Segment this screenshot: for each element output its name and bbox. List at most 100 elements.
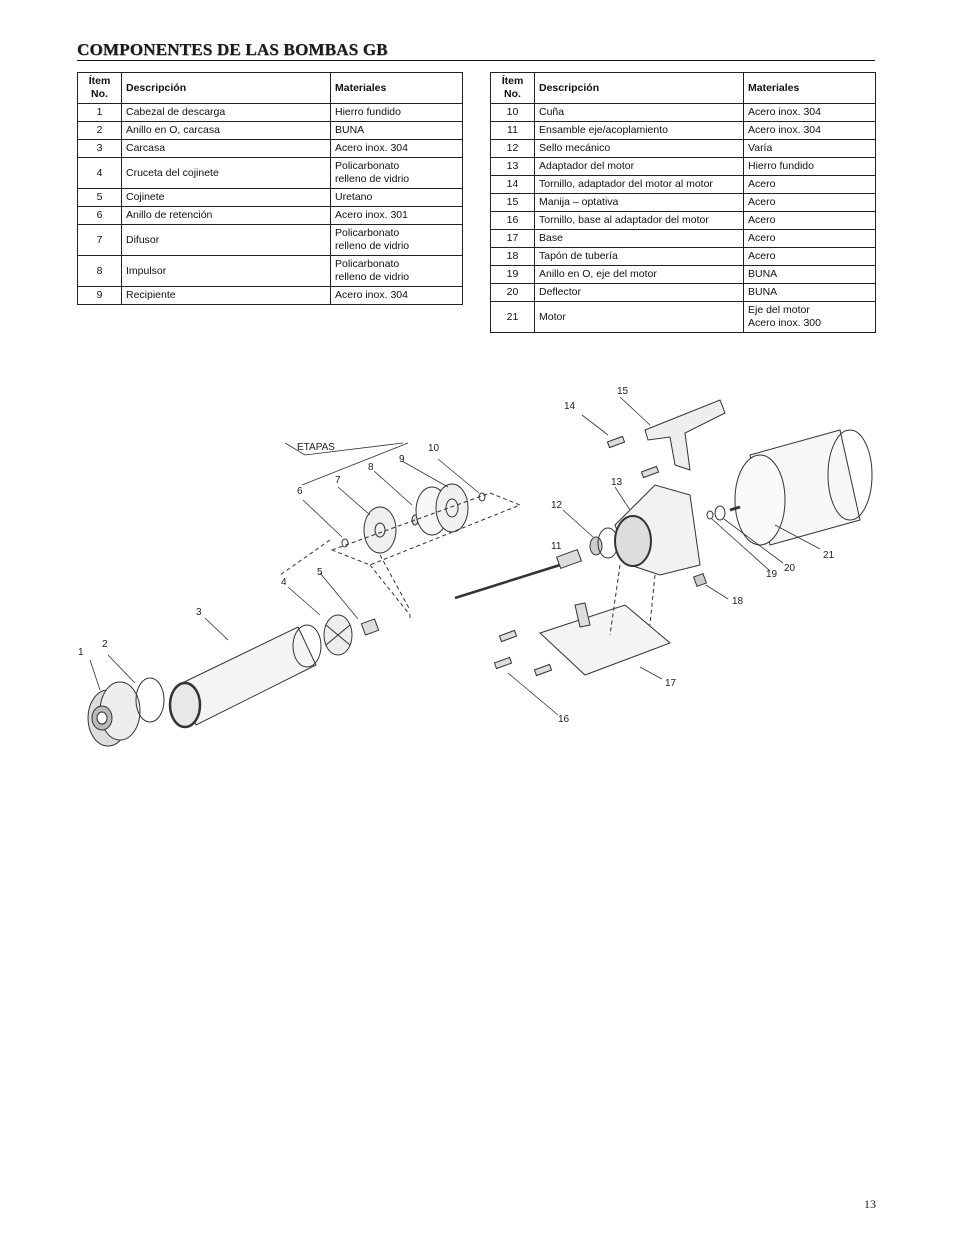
title-rule — [77, 60, 875, 61]
description-cell: Anillo de retención — [121, 206, 331, 225]
callout-11: 11 — [551, 541, 562, 552]
description-cell: Tapón de tubería — [534, 247, 744, 266]
header-materials: Materiales — [743, 72, 876, 104]
bowl-part — [435, 483, 469, 533]
callout-3: 3 — [196, 607, 202, 618]
item-no-cell: 13 — [490, 157, 535, 176]
housing-o-ring-part — [135, 677, 165, 723]
page-number: 13 — [864, 1197, 876, 1211]
motor-adapter-part — [614, 484, 701, 576]
deflector-part — [714, 505, 726, 521]
diffuser-part — [363, 506, 397, 554]
item-no-cell: 5 — [77, 188, 122, 207]
callout-10: 10 — [428, 443, 440, 454]
retaining-ring-part — [341, 538, 349, 548]
material-cell: Acero inox. 304 — [330, 286, 463, 305]
callout-20: 20 — [784, 563, 796, 574]
item-no-cell: 17 — [490, 229, 535, 248]
handle-part — [644, 399, 726, 471]
description-cell: Manija – optativa — [534, 193, 744, 212]
pipe-plug-part — [692, 572, 708, 588]
housing-part — [168, 624, 322, 729]
item-no-cell: 18 — [490, 247, 535, 266]
description-cell: Impulsor — [121, 255, 331, 287]
description-cell: Cojinete — [121, 188, 331, 207]
item-no-cell: 20 — [490, 283, 535, 302]
bearing-part — [360, 618, 380, 636]
header-materials: Materiales — [330, 72, 463, 104]
item-no-cell: 10 — [490, 103, 535, 122]
description-cell: Tornillo, adaptador del motor al motor — [534, 175, 744, 194]
callout-19: 19 — [766, 569, 778, 580]
description-cell: Sello mecánico — [534, 139, 744, 158]
motor-shaft-o-ring-part — [706, 510, 714, 520]
description-cell: Cuña — [534, 103, 744, 122]
material-cell: Acero inox. 304 — [743, 121, 876, 140]
page-title: COMPONENTES DE LAS BOMBAS GB — [77, 40, 388, 59]
motor-part — [729, 429, 873, 546]
material-cell: Acero — [743, 175, 876, 194]
callout-18: 18 — [732, 596, 744, 607]
callout-12: 12 — [551, 500, 563, 511]
description-cell: Cabezal de descarga — [121, 103, 331, 122]
callout-15: 15 — [617, 386, 629, 397]
material-cell: Hierro fundido — [743, 157, 876, 176]
item-no-cell: 14 — [490, 175, 535, 194]
description-cell: Base — [534, 229, 744, 248]
material-cell: BUNA — [330, 121, 463, 140]
callout-7: 7 — [335, 475, 341, 486]
description-cell: Anillo en O, carcasa — [121, 121, 331, 140]
item-no-cell: 4 — [77, 157, 122, 189]
material-cell: BUNA — [743, 283, 876, 302]
material-cell: Policarbonato relleno de vidrio — [330, 255, 463, 287]
item-no-cell: 9 — [77, 286, 122, 305]
header-item-no: Ítem No. — [490, 72, 535, 104]
item-no-cell: 21 — [490, 301, 535, 333]
material-cell: Acero — [743, 193, 876, 212]
discharge-head-part — [87, 681, 141, 747]
item-no-cell: 19 — [490, 265, 535, 284]
item-no-cell: 11 — [490, 121, 535, 140]
item-no-cell: 1 — [77, 103, 122, 122]
item-no-cell: 16 — [490, 211, 535, 230]
material-cell: Varía — [743, 139, 876, 158]
description-cell: Cruceta del cojinete — [121, 157, 331, 189]
shaft-coupling-part — [454, 548, 583, 600]
bearing-spider-part — [323, 614, 353, 656]
material-cell: Acero inox. 301 — [330, 206, 463, 225]
callout-17: 17 — [665, 678, 677, 689]
item-no-cell: 3 — [77, 139, 122, 158]
description-cell: Difusor — [121, 224, 331, 256]
callout-1: 1 — [78, 647, 84, 658]
material-cell: Hierro fundido — [330, 103, 463, 122]
material-cell: Policarbonato relleno de vidrio — [330, 224, 463, 256]
table-header-row: Ítem No. Descripción Materiales — [77, 72, 463, 104]
material-cell: Acero — [743, 247, 876, 266]
item-no-cell: 12 — [490, 139, 535, 158]
description-cell: Carcasa — [121, 139, 331, 158]
callout-5: 5 — [317, 567, 323, 578]
description-cell: Adaptador del motor — [534, 157, 744, 176]
description-cell: Motor — [534, 301, 744, 333]
base-screws-part — [493, 629, 553, 677]
callout-21: 21 — [823, 550, 835, 561]
stages-label: ETAPAS — [297, 442, 335, 453]
description-cell: Deflector — [534, 283, 744, 302]
